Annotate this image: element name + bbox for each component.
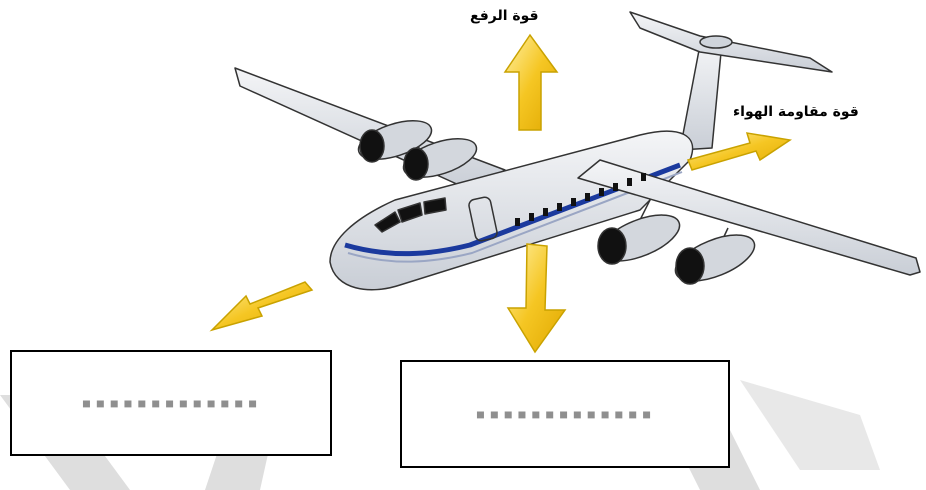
lift-force-label: قوة الرفع [470, 8, 539, 24]
cabin-window [641, 173, 646, 181]
cabin-window [627, 178, 632, 186]
airplane-icon [235, 12, 920, 290]
drag-force-label: قوة مقاومة الهواء [733, 104, 859, 120]
cabin-window [585, 193, 590, 201]
answer-placeholder: ▪▪▪▪▪▪▪▪▪▪▪▪▪ [12, 393, 330, 414]
cabin-window [571, 198, 576, 206]
answer-box-weight[interactable]: ▪▪▪▪▪▪▪▪▪▪▪▪▪ [400, 360, 730, 468]
answer-box-thrust[interactable]: ▪▪▪▪▪▪▪▪▪▪▪▪▪ [10, 350, 332, 456]
cabin-window [529, 213, 534, 221]
cabin-window [557, 203, 562, 211]
cabin-window [613, 183, 618, 191]
arrow-left-icon [212, 282, 312, 330]
cabin-window [543, 208, 548, 216]
cabin-window [599, 188, 604, 196]
answer-placeholder: ▪▪▪▪▪▪▪▪▪▪▪▪▪ [402, 404, 728, 425]
arrow-up-icon [505, 35, 557, 130]
cabin-window [515, 218, 520, 226]
arrow-down-icon [508, 244, 565, 352]
